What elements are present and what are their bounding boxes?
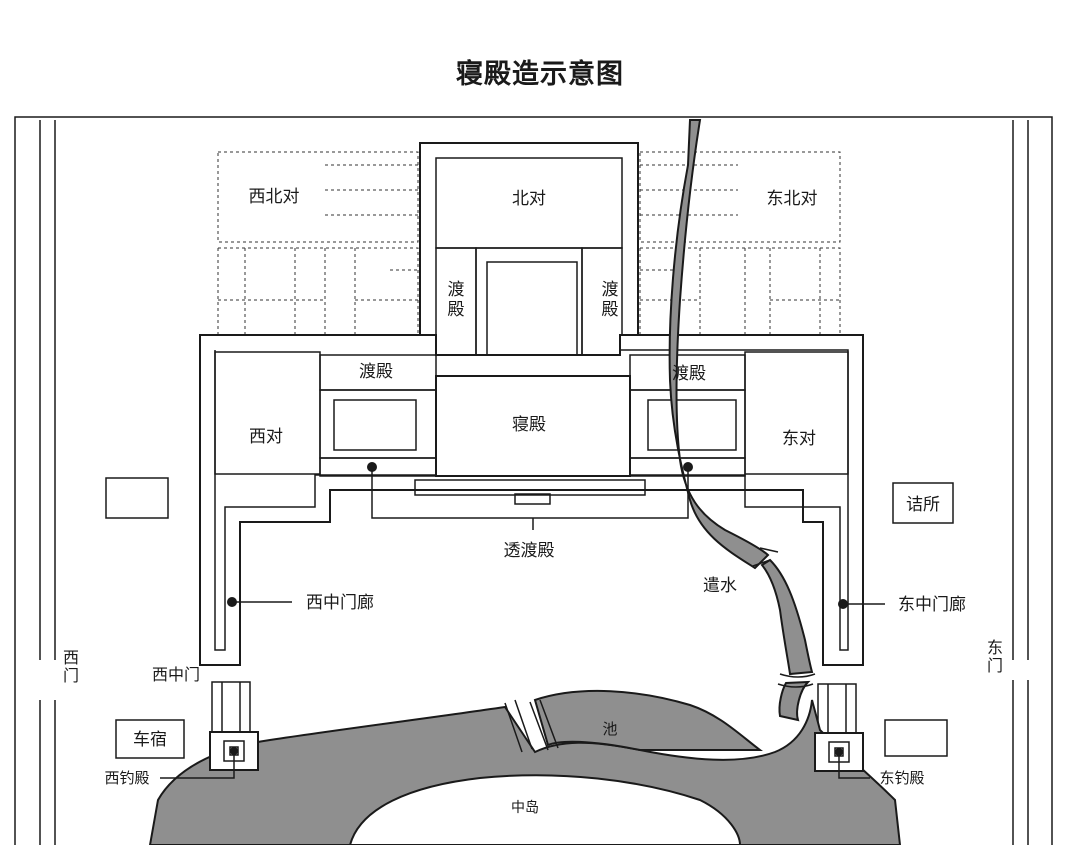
label-watari-right: 渡殿 (672, 364, 706, 384)
attendant-hall-box (892, 482, 954, 524)
label-east-fishing: 东钓殿 (879, 769, 924, 787)
label-pond: 池 (602, 720, 617, 738)
northwest-hall-outline (217, 151, 419, 335)
leader-west-corridor (227, 597, 292, 607)
east-outer-wall (1012, 120, 1029, 845)
pond-upper-lobe (533, 689, 763, 751)
diagram-title: 寝殿造示意图 (456, 59, 624, 90)
yarimizu-stream-lower (760, 558, 814, 676)
leader-east-fishing (835, 748, 870, 779)
enclosure-outline (14, 116, 1053, 845)
label-west-fishing: 西钓殿 (104, 769, 149, 787)
leader-east-corridor (838, 599, 885, 609)
label-west-wing: 西对 (249, 427, 283, 447)
carriage-house-box (115, 719, 185, 759)
label-sukiwatari: 透渡殿 (504, 541, 555, 561)
label-east-wing: 东对 (782, 429, 816, 449)
label-shinden: 寝殿 (512, 414, 546, 435)
east-gate-corridor (817, 683, 857, 740)
label-west-gate: 西门 (63, 648, 79, 685)
label-north: 北对 (512, 189, 546, 209)
west-gate-corridor (211, 681, 251, 738)
north-wing (419, 142, 639, 379)
label-watari-right-vertical: 渡殿 (602, 280, 619, 320)
leader-sukiwatari (367, 462, 693, 530)
label-east-corridor: 东中门廊 (898, 595, 966, 615)
label-northeast: 东北对 (767, 189, 818, 209)
shinden-main-hall (414, 375, 646, 505)
label-northwest: 西北对 (249, 187, 300, 207)
west-outbuilding (105, 477, 169, 519)
east-outbuilding (884, 719, 948, 757)
label-watari-left: 渡殿 (359, 362, 393, 382)
main-complex-outline (199, 334, 864, 666)
label-watari-left-vertical: 渡殿 (448, 280, 465, 320)
label-carriage-house: 车宿 (133, 730, 167, 750)
label-east-gate: 东门 (987, 638, 1003, 675)
label-stream: 遣水 (703, 576, 737, 596)
label-west-corridor: 西中门廊 (306, 593, 374, 613)
label-middle-island: 中岛 (511, 800, 539, 816)
middle-island (348, 774, 742, 845)
label-attendant-hall: 诘所 (906, 495, 940, 515)
yarimizu-stream (668, 119, 770, 570)
leader-west-fishing (160, 747, 238, 779)
label-west-middle-gate: 西中门 (152, 665, 200, 684)
west-outer-wall (39, 120, 56, 845)
